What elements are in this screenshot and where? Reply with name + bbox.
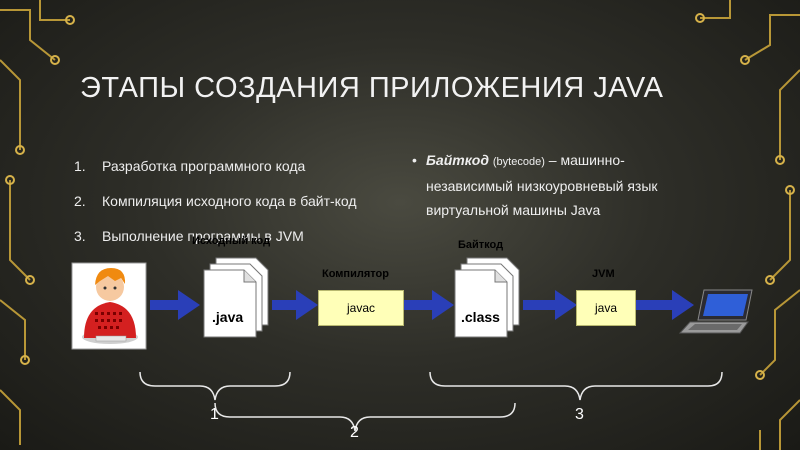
jvm-label: JVM bbox=[592, 268, 615, 280]
steps-list: 1. Разработка программного кода 2. Компи… bbox=[74, 148, 357, 253]
slide-title: ЭТАПЫ СОЗДАНИЯ ПРИЛОЖЕНИЯ JAVA bbox=[80, 72, 664, 104]
stage-number-3: 3 bbox=[575, 406, 584, 423]
source-code-label: Исходный код bbox=[192, 235, 271, 247]
list-item: 3. Выполнение программы в JVM bbox=[74, 227, 304, 244]
arrow-to-computer bbox=[636, 290, 694, 320]
arrow-to-source bbox=[150, 290, 200, 320]
arrow-to-compiler bbox=[272, 290, 318, 320]
bytecode-note: • Байткод (bytecode) – машинно-независим… bbox=[412, 148, 682, 222]
source-file-stack bbox=[203, 257, 269, 338]
javac-box: javac bbox=[318, 290, 404, 326]
laptop-icon bbox=[678, 289, 753, 334]
compiler-label: Компилятор bbox=[322, 268, 389, 280]
bullet-marker: • bbox=[412, 152, 417, 168]
class-file-label: .class bbox=[461, 309, 500, 325]
bytecode-definition: – машинно-независимый низкоуровневый язы… bbox=[426, 152, 658, 218]
stage-number-2: 2 bbox=[350, 424, 359, 441]
bytecode-term-english: (bytecode) bbox=[492, 156, 545, 168]
class-file-stack bbox=[454, 257, 520, 338]
stage-braces bbox=[139, 371, 723, 432]
arrow-to-bytecode bbox=[404, 290, 454, 320]
arrow-to-jvm bbox=[523, 290, 577, 320]
bytecode-label: Байткод bbox=[458, 239, 504, 251]
java-file-label: .java bbox=[212, 309, 244, 325]
java-runtime-box: java bbox=[576, 290, 636, 326]
developer-image bbox=[71, 262, 147, 350]
bytecode-term: Байткод bbox=[426, 152, 489, 168]
list-item: 1. Разработка программного кода bbox=[74, 157, 306, 174]
list-item: 2. Компиляция исходного кода в байт-код bbox=[74, 192, 357, 209]
stage-number-1: 1 bbox=[210, 406, 219, 423]
